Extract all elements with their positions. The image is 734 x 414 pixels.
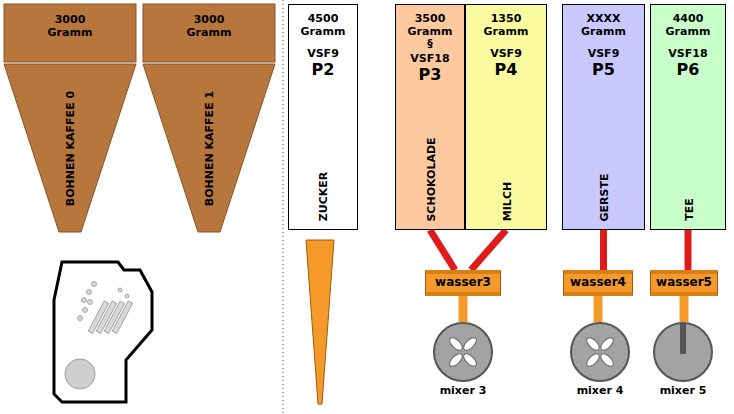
code-label: VSF9 bbox=[490, 48, 522, 61]
code-label: VSF9 bbox=[588, 48, 620, 61]
mixer-label: mixer 5 bbox=[638, 385, 728, 398]
feed-pipe bbox=[471, 230, 506, 270]
position-label: P5 bbox=[592, 61, 615, 79]
powder-canister: 3500 Gramm§ VSF18P3SCHOKOLADE bbox=[395, 4, 465, 230]
weight-label: 4500 Gramm bbox=[298, 13, 348, 38]
weight-label: 3000 Gramm bbox=[45, 14, 95, 39]
code-label: VSF9 bbox=[307, 48, 339, 61]
canister-name: MILCH bbox=[501, 182, 514, 221]
mixer: mixer 3 bbox=[433, 322, 493, 402]
code-label: § bbox=[427, 38, 433, 51]
feed-pipe bbox=[685, 230, 692, 270]
position-label: P4 bbox=[495, 61, 518, 79]
canister-name: SCHOKOLADE bbox=[425, 137, 438, 221]
mixer: mixer 4 bbox=[570, 322, 630, 402]
powder-canister: XXXX GrammVSF9P5GERSTE bbox=[562, 4, 645, 230]
weight-label: 3500 Gramm bbox=[405, 13, 455, 38]
water-unit: wasser4 bbox=[563, 270, 633, 296]
water-label: wasser5 bbox=[656, 276, 712, 290]
feed-pipe bbox=[459, 296, 468, 322]
feed-pipe bbox=[680, 296, 689, 322]
feed-pipe bbox=[594, 296, 603, 322]
feed-pipe bbox=[430, 230, 455, 270]
canister-name: BOHNEN KAFFEE 1 bbox=[203, 90, 216, 205]
code-label: VSF18 bbox=[410, 53, 449, 66]
divider-line bbox=[283, 0, 284, 414]
position-label: P6 bbox=[677, 61, 700, 79]
weight-label: XXXX Gramm bbox=[579, 13, 629, 38]
water-unit: wasser5 bbox=[650, 270, 718, 296]
position-label: P2 bbox=[312, 61, 335, 79]
water-label: wasser4 bbox=[570, 276, 626, 290]
bean-canister: 3000 GrammBOHNEN KAFFEE 1 bbox=[143, 4, 275, 232]
water-unit: wasser3 bbox=[425, 270, 501, 296]
bean-canister: 3000 GrammBOHNEN KAFFEE 0 bbox=[4, 4, 136, 232]
mixer-label: mixer 3 bbox=[418, 385, 508, 398]
weight-label: 3000 Gramm bbox=[184, 14, 234, 39]
powder-canister: 1350 GrammVSF9P4MILCH bbox=[465, 4, 547, 230]
weight-label: 4400 Gramm bbox=[663, 13, 713, 38]
code-label: VSF18 bbox=[668, 48, 707, 61]
powder-canister: 4400 GrammVSF18P6TEE bbox=[650, 4, 726, 230]
weight-label: 1350 Gramm bbox=[481, 13, 531, 38]
canister-name: BOHNEN KAFFEE 0 bbox=[64, 90, 77, 205]
powder-canister: 4500 GrammVSF9P2ZUCKER bbox=[288, 4, 358, 230]
canister-name: TEE bbox=[682, 198, 695, 221]
mixer: mixer 5 bbox=[653, 322, 713, 402]
sugar-funnel bbox=[306, 240, 334, 404]
mixer-label: mixer 4 bbox=[555, 385, 645, 398]
machine-icon bbox=[54, 262, 152, 402]
water-label: wasser3 bbox=[435, 276, 491, 290]
canister-name: ZUCKER bbox=[317, 171, 330, 221]
position-label: P3 bbox=[419, 66, 442, 84]
canister-name: GERSTE bbox=[598, 173, 611, 221]
feed-pipe bbox=[600, 230, 607, 270]
